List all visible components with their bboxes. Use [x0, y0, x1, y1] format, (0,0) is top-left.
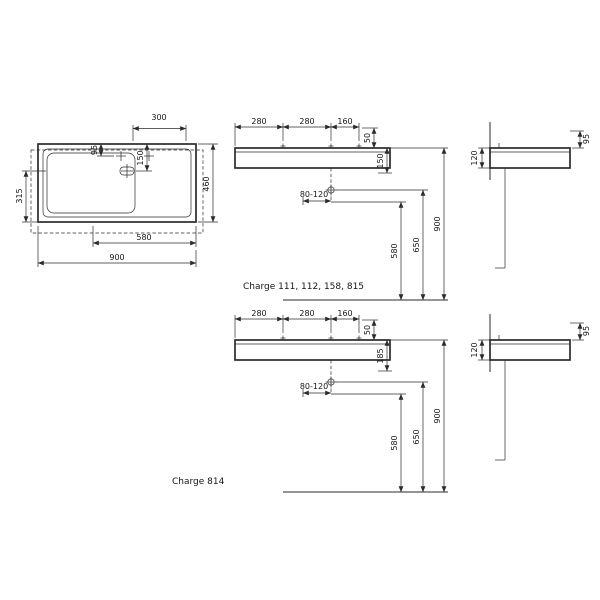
- dim-label-95: 95: [582, 326, 591, 336]
- dim-label-160: 160: [337, 309, 352, 318]
- side2-dim-120: 120: [470, 339, 492, 361]
- side-view-variant-2: 95 120: [470, 314, 591, 461]
- front2-dim-580: 580: [390, 393, 404, 493]
- drain-icon: [119, 164, 135, 178]
- side-view-variant-1: 95 120: [470, 122, 591, 269]
- side1-basin-outline: [489, 147, 571, 169]
- side1-dim-95: 95: [570, 130, 591, 149]
- dim-label-300: 300: [151, 113, 166, 122]
- dim-label-80-120: 80-120: [300, 190, 328, 199]
- plan-bowl-outline: [46, 152, 136, 214]
- front1-dim-580: 580: [390, 201, 404, 301]
- variant1-caption: Charge 111, 112, 158, 815: [243, 282, 364, 292]
- front1-basin-outline: [234, 147, 391, 169]
- dim-label-160: 160: [337, 117, 352, 126]
- wall-outlet-icon: [325, 184, 337, 196]
- plan-view: 300 95 150 315 460 580: [15, 113, 218, 267]
- dim-label-95: 95: [582, 134, 591, 144]
- front1-dim-150: 150: [376, 147, 392, 174]
- plan-dim-300: 300: [132, 113, 187, 141]
- dim-label-185: 185: [376, 348, 385, 363]
- dim-label-280: 280: [299, 309, 314, 318]
- dim-label-95: 95: [90, 145, 99, 155]
- dim-label-50: 50: [363, 133, 372, 143]
- dim-label-580: 580: [136, 233, 151, 242]
- front-view-variant-1: 280 280 160 50 150 80-120: [234, 117, 448, 301]
- dim-label-150: 150: [136, 150, 145, 165]
- front1-dim-900: 900: [433, 147, 447, 301]
- dim-label-460: 460: [202, 176, 211, 191]
- dim-label-650: 650: [412, 237, 421, 252]
- dim-label-50: 50: [363, 325, 372, 335]
- front1-tap-dim-chain: 280 280 160: [234, 117, 360, 146]
- tap-hole-icon: [116, 151, 126, 161]
- plan-basin-outline: [37, 143, 197, 223]
- front2-dim-650: 650: [412, 381, 426, 493]
- dim-label-120: 120: [470, 342, 479, 357]
- tap-hole-icon: [280, 335, 286, 341]
- front1-dim-650: 650: [412, 189, 426, 301]
- dim-label-650: 650: [412, 429, 421, 444]
- front2-dim-50: 50: [362, 319, 378, 341]
- dim-label-580: 580: [390, 243, 399, 258]
- tap-hole-icon: [328, 143, 334, 149]
- dim-label-315: 315: [15, 188, 24, 203]
- front2-tap-dim-chain: 280 280 160: [234, 309, 360, 338]
- wall-outlet-icon: [325, 376, 337, 388]
- front1-dim-80-120: 80-120: [300, 190, 332, 205]
- front2-basin-outline: [234, 339, 391, 361]
- dim-label-280: 280: [251, 309, 266, 318]
- dim-label-120: 120: [470, 150, 479, 165]
- dim-label-900: 900: [109, 253, 124, 262]
- plan-dim-150: 150: [136, 143, 152, 172]
- tap-hole-icon: [356, 335, 362, 341]
- dim-label-280: 280: [299, 117, 314, 126]
- side2-dim-95: 95: [570, 322, 591, 341]
- front-view-variant-2: 280 280 160 50 185 80-120: [234, 309, 448, 493]
- plan-dim-315: 315: [15, 170, 46, 223]
- tap-hole-icon: [328, 335, 334, 341]
- front2-dim-900: 900: [433, 339, 447, 493]
- side1-dim-120: 120: [470, 147, 492, 169]
- dim-label-80-120: 80-120: [300, 382, 328, 391]
- dim-label-900: 900: [433, 216, 442, 231]
- plan-dim-95: 95: [90, 143, 114, 157]
- variant2-caption: Charge 814: [172, 477, 225, 487]
- plan-dim-460: 460: [198, 143, 218, 223]
- dim-label-280: 280: [251, 117, 266, 126]
- front1-dim-50: 50: [362, 127, 378, 149]
- front2-dim-80-120: 80-120: [300, 382, 332, 397]
- dim-label-150: 150: [376, 153, 385, 168]
- side2-basin-outline: [489, 339, 571, 361]
- plan-basin-rim: [42, 148, 192, 218]
- plan-dim-900: 900: [37, 226, 197, 267]
- tap-hole-icon: [356, 143, 362, 149]
- dim-label-900: 900: [433, 408, 442, 423]
- dim-label-580: 580: [390, 435, 399, 450]
- tap-hole-icon: [144, 151, 154, 161]
- tap-hole-icon: [280, 143, 286, 149]
- plan-cabinet-dashed-outline: [30, 149, 204, 234]
- plan-dim-580: 580: [92, 226, 197, 247]
- front2-dim-185: 185: [376, 339, 392, 372]
